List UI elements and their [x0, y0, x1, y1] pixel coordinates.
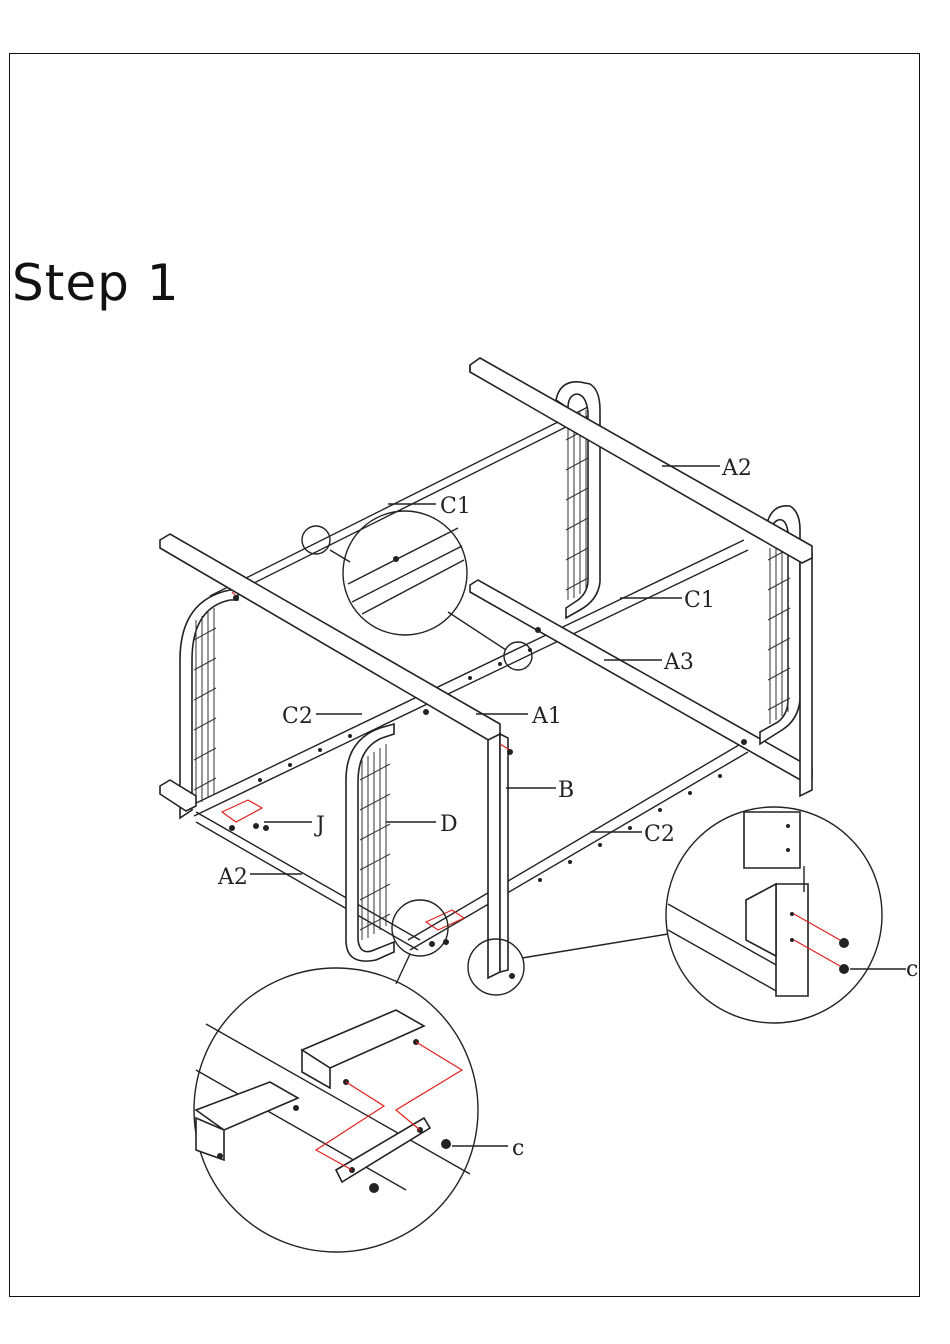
zoom-marker-hole [302, 526, 330, 554]
rail-c2-right [408, 742, 748, 950]
leg-b [488, 734, 500, 978]
label-c2-left: C2 [282, 704, 313, 729]
label-c1-right: C1 [684, 588, 715, 613]
label-c2-right: C2 [644, 822, 675, 847]
label-c1-top: C1 [440, 494, 471, 519]
label-a2-bottom: A2 [217, 865, 248, 890]
headboard-d-mesh [360, 744, 390, 940]
rail-a2-top [470, 358, 812, 563]
label-c-right: c [906, 957, 918, 982]
label-a3: A3 [663, 650, 694, 675]
label-c-bottom: c [512, 1136, 524, 1161]
label-a2-top: A2 [721, 456, 752, 481]
rail-c1-back [210, 402, 600, 604]
footboard-leg [800, 554, 812, 796]
label-j: J [314, 813, 325, 838]
headboard-d-frame [346, 724, 394, 961]
rail-a1 [160, 534, 500, 741]
headboard-left-frame [180, 590, 238, 818]
detail-rail-joint [194, 954, 508, 1252]
label-b: B [558, 778, 574, 803]
footboard-right-mesh [768, 536, 790, 724]
rail-a3 [470, 580, 812, 782]
assembly-hints [222, 592, 510, 930]
headboard-left-mesh [194, 608, 216, 806]
bed-frame-drawing [160, 358, 812, 995]
label-a1: A1 [531, 704, 562, 729]
label-d: D [440, 812, 458, 837]
